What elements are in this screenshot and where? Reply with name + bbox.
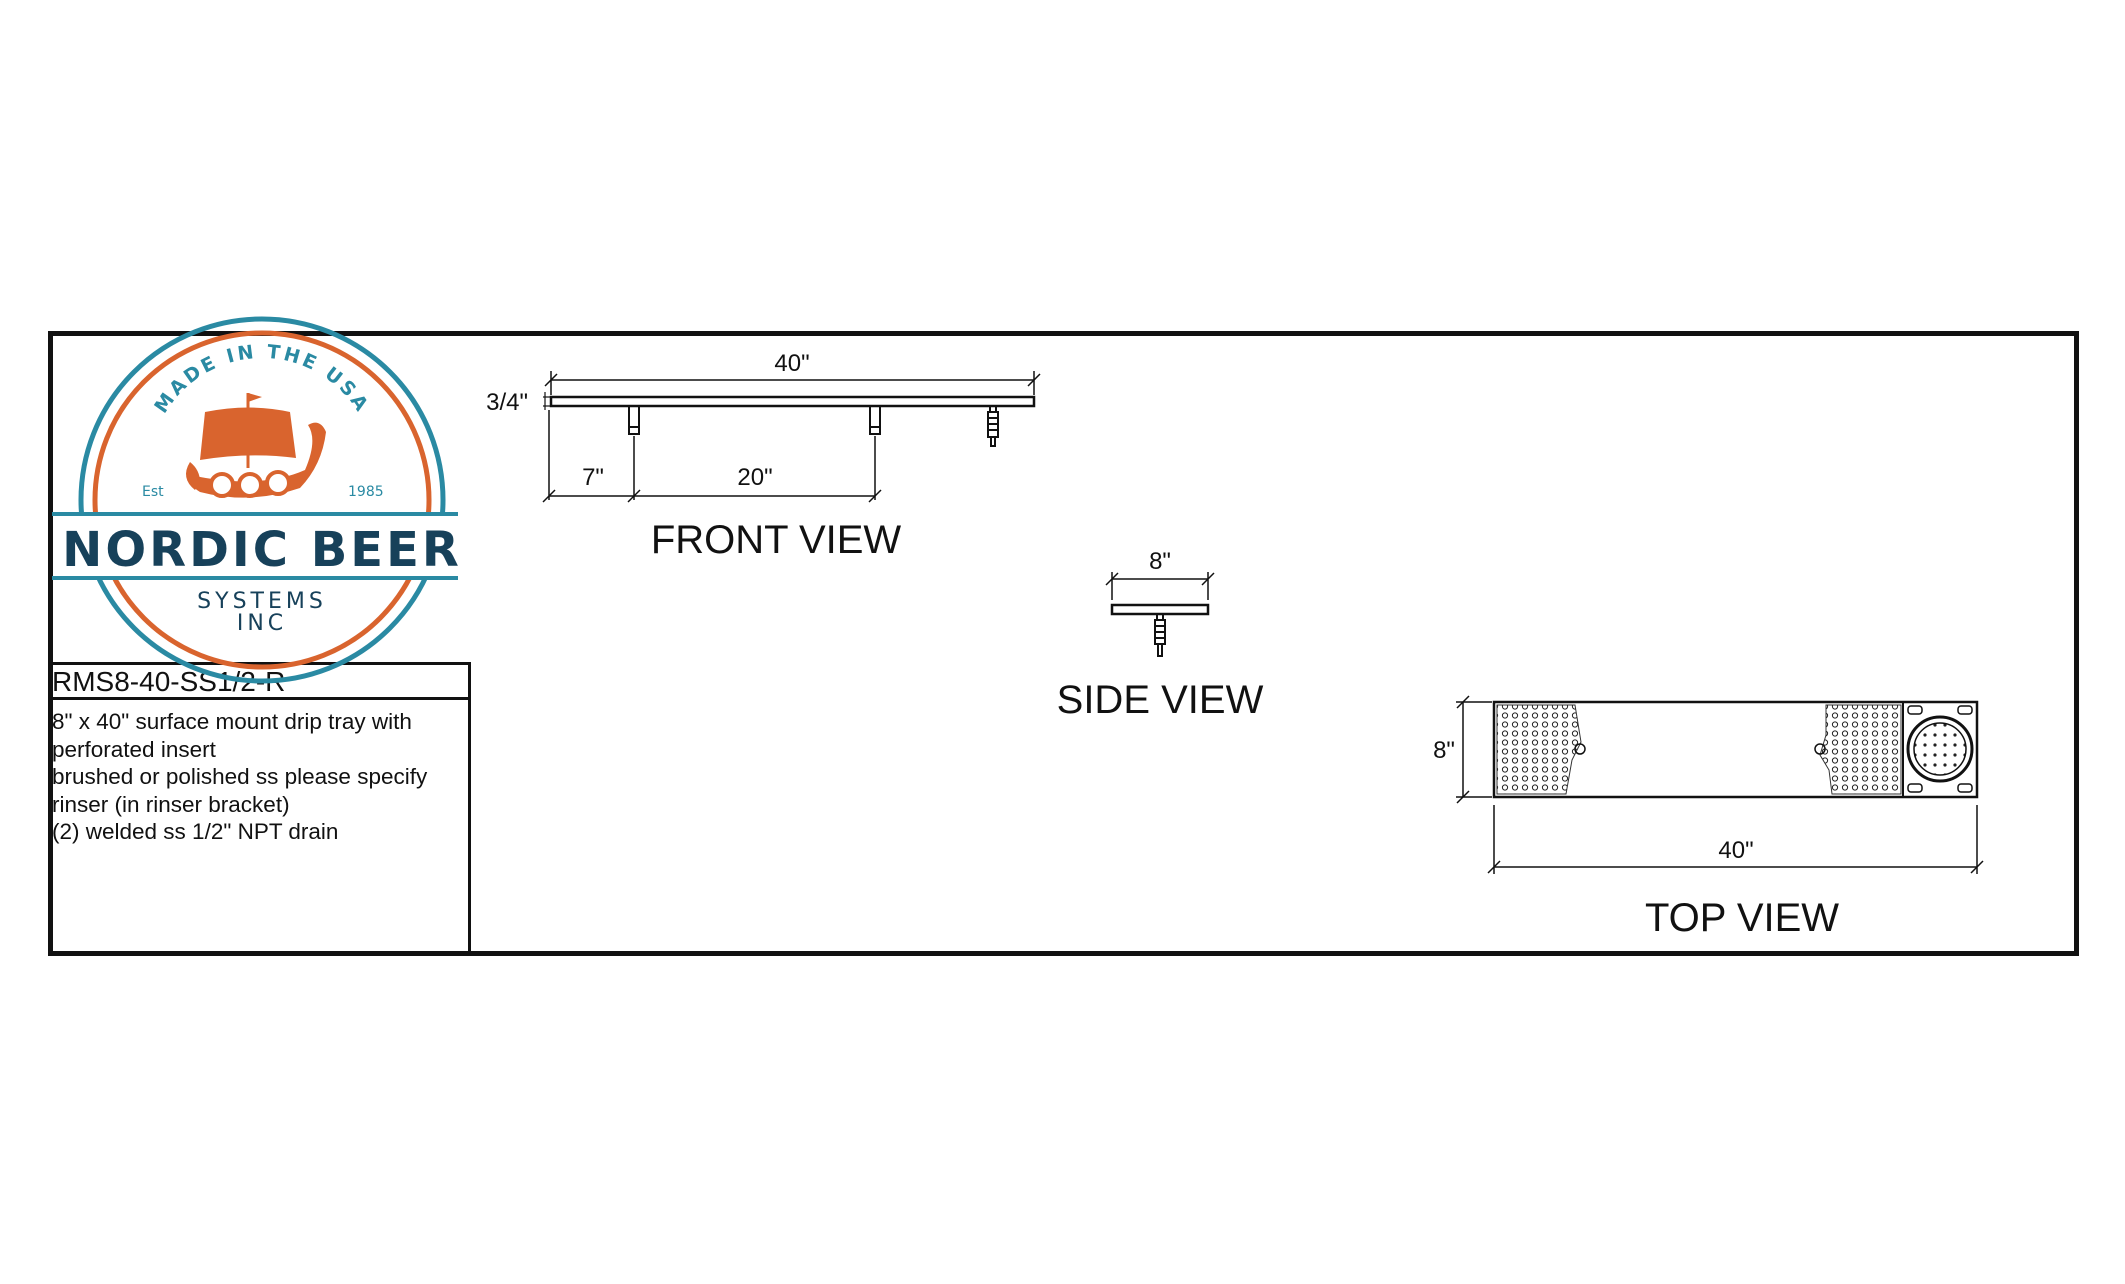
front-tray-body — [549, 395, 1036, 408]
top-view-label: TOP VIEW — [1645, 896, 1839, 940]
side-view-label: SIDE VIEW — [1057, 678, 1264, 722]
logo-inc: INC — [237, 611, 287, 636]
part-description: 8" x 40" surface mount drip tray with pe… — [52, 708, 467, 846]
front-offset-dim: 7" — [582, 464, 604, 491]
description-line: brushed or polished ss please specify — [52, 764, 428, 789]
drawing-frame — [48, 331, 2079, 956]
top-length-dim: 40" — [1718, 837, 1753, 864]
front-spacing-dim: 20" — [737, 464, 772, 491]
logo-year: 1985 — [348, 484, 384, 500]
description-line: perforated insert — [52, 736, 216, 762]
front-height-dim: 3/4" — [486, 389, 528, 416]
perforated-insert-right — [1819, 704, 1902, 795]
side-tray-body — [1110, 603, 1210, 616]
front-drain-fitting — [987, 405, 999, 447]
description-line: (2) welded ss 1/2" NPT drain — [52, 819, 339, 844]
top-view — [1456, 695, 1984, 874]
part-number: RMS8-40-SS1/2-R — [50, 662, 470, 700]
description-line: rinser (in rinser bracket) — [52, 791, 290, 817]
side-view — [1105, 572, 1215, 657]
top-width-dim: 8" — [1433, 737, 1455, 764]
top-tray-body — [1492, 700, 1979, 799]
logo-systems: SYSTEMS — [197, 589, 327, 614]
viking-ship-icon — [186, 393, 326, 498]
nordic-beer-logo: MADE IN THE USA Est 1985 NORDIC BEER SYS… — [52, 316, 462, 684]
front-view — [542, 371, 1041, 503]
description-line: 8" x 40" surface mount drip tray with — [52, 709, 412, 734]
side-width-dim: 8" — [1149, 548, 1171, 575]
front-view-label: FRONT VIEW — [651, 518, 902, 562]
logo-est: Est — [142, 484, 164, 500]
side-drain-fitting — [1154, 613, 1166, 657]
perforated-insert-left — [1496, 704, 1582, 795]
front-leg — [628, 405, 640, 435]
rinser-icon — [1906, 705, 1974, 793]
title-block-divider — [468, 662, 471, 956]
logo-brand: NORDIC BEER — [62, 522, 462, 578]
front-leg — [869, 405, 881, 435]
front-length-dim: 40" — [774, 350, 809, 377]
